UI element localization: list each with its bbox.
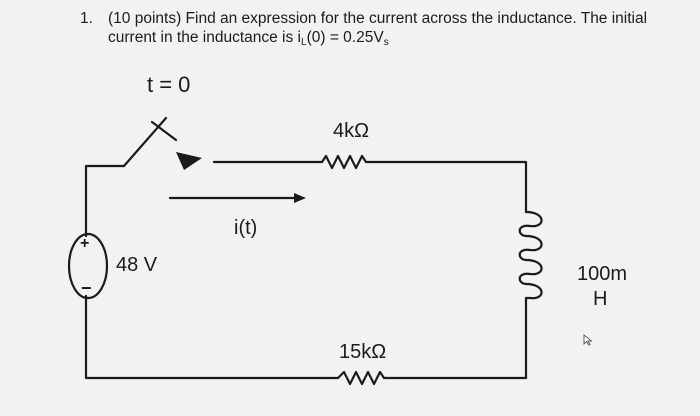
problem-number: 1. (80, 10, 93, 27)
problem-line-1: 1. (10 points) Find an expression for the… (80, 10, 647, 27)
current-label: i(t) (234, 217, 258, 239)
problem-subscript-l: L (301, 37, 307, 48)
switch-tick (150, 120, 178, 142)
source-minus-label: − (81, 278, 92, 298)
problem-subscript-s: s (383, 37, 389, 48)
switch-contact-triangle (176, 152, 202, 170)
wire-top-right (374, 160, 528, 214)
problem-text-line-2-prefix: current in the inductance is i (108, 29, 301, 46)
resistor-top-4k (320, 154, 378, 170)
resistor-top-label: 4kΩ (333, 120, 370, 142)
resistor-bottom-label: 15kΩ (339, 341, 387, 363)
mouse-pointer-icon (583, 334, 593, 346)
problem-statement: 1. (10 points) Find an expression for the… (80, 9, 690, 52)
source-plus-label: + (80, 235, 90, 252)
switch-blade (122, 116, 168, 168)
resistor-bottom-15k (324, 370, 394, 386)
current-arrowhead (294, 193, 306, 203)
wire-bottom-left (84, 294, 328, 380)
inductor-coil (518, 210, 543, 300)
switch-time-label: t = 0 (147, 72, 191, 97)
inductor-unit-label: H (593, 288, 608, 310)
inductor-value-label: 100m (577, 263, 628, 285)
problem-text-line-2-mid: (0) = 0.25V (306, 29, 384, 46)
wire-left-top (84, 164, 126, 238)
voltage-source (67, 232, 109, 300)
problem-line-2: current in the inductance is iL(0) = 0.2… (80, 28, 690, 52)
source-voltage-label: 48 V (116, 254, 158, 276)
problem-text-line-1: (10 points) Find an expression for the c… (108, 10, 648, 27)
